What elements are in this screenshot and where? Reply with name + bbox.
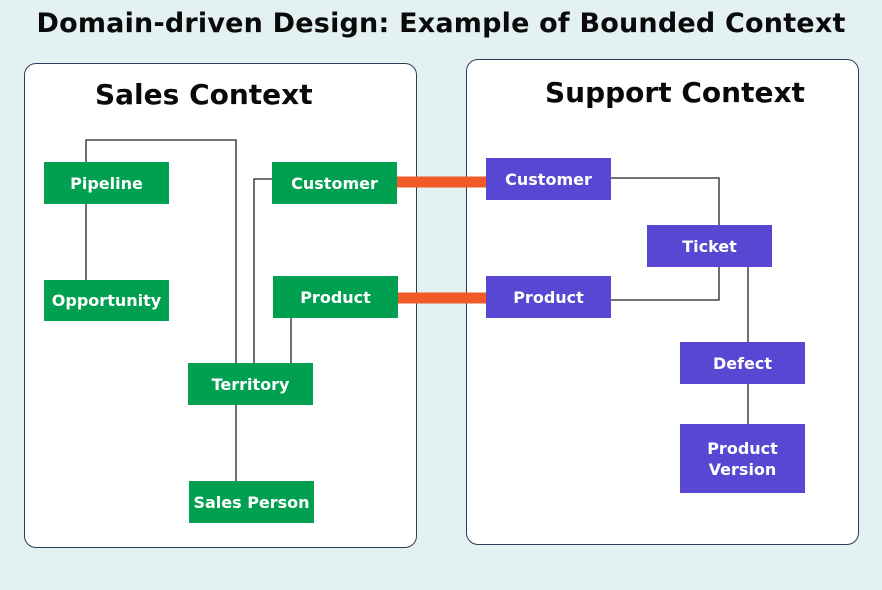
sales-context-title: Sales Context <box>95 78 313 111</box>
line-customer-territory <box>253 178 272 363</box>
diagram-title: Domain-driven Design: Example of Bounded… <box>36 8 846 39</box>
support-customer-box: Customer <box>486 158 611 200</box>
sales-pipeline-box: Pipeline <box>44 162 169 204</box>
support-context-title: Support Context <box>545 76 805 109</box>
sales-salesperson-box: Sales Person <box>189 481 314 523</box>
sales-customer-box: Customer <box>272 162 397 204</box>
support-productversion-box: Product Version <box>680 424 805 493</box>
sales-product-box: Product <box>273 276 398 318</box>
sales-territory-box: Territory <box>188 363 313 405</box>
sales-opportunity-box: Opportunity <box>44 280 169 321</box>
line-ticket-product <box>611 267 720 301</box>
line-pipeline-territory <box>85 139 237 363</box>
support-ticket-box: Ticket <box>647 225 772 267</box>
support-product-box: Product <box>486 276 611 318</box>
support-defect-box: Defect <box>680 342 805 384</box>
line-customer-ticket <box>611 177 720 225</box>
